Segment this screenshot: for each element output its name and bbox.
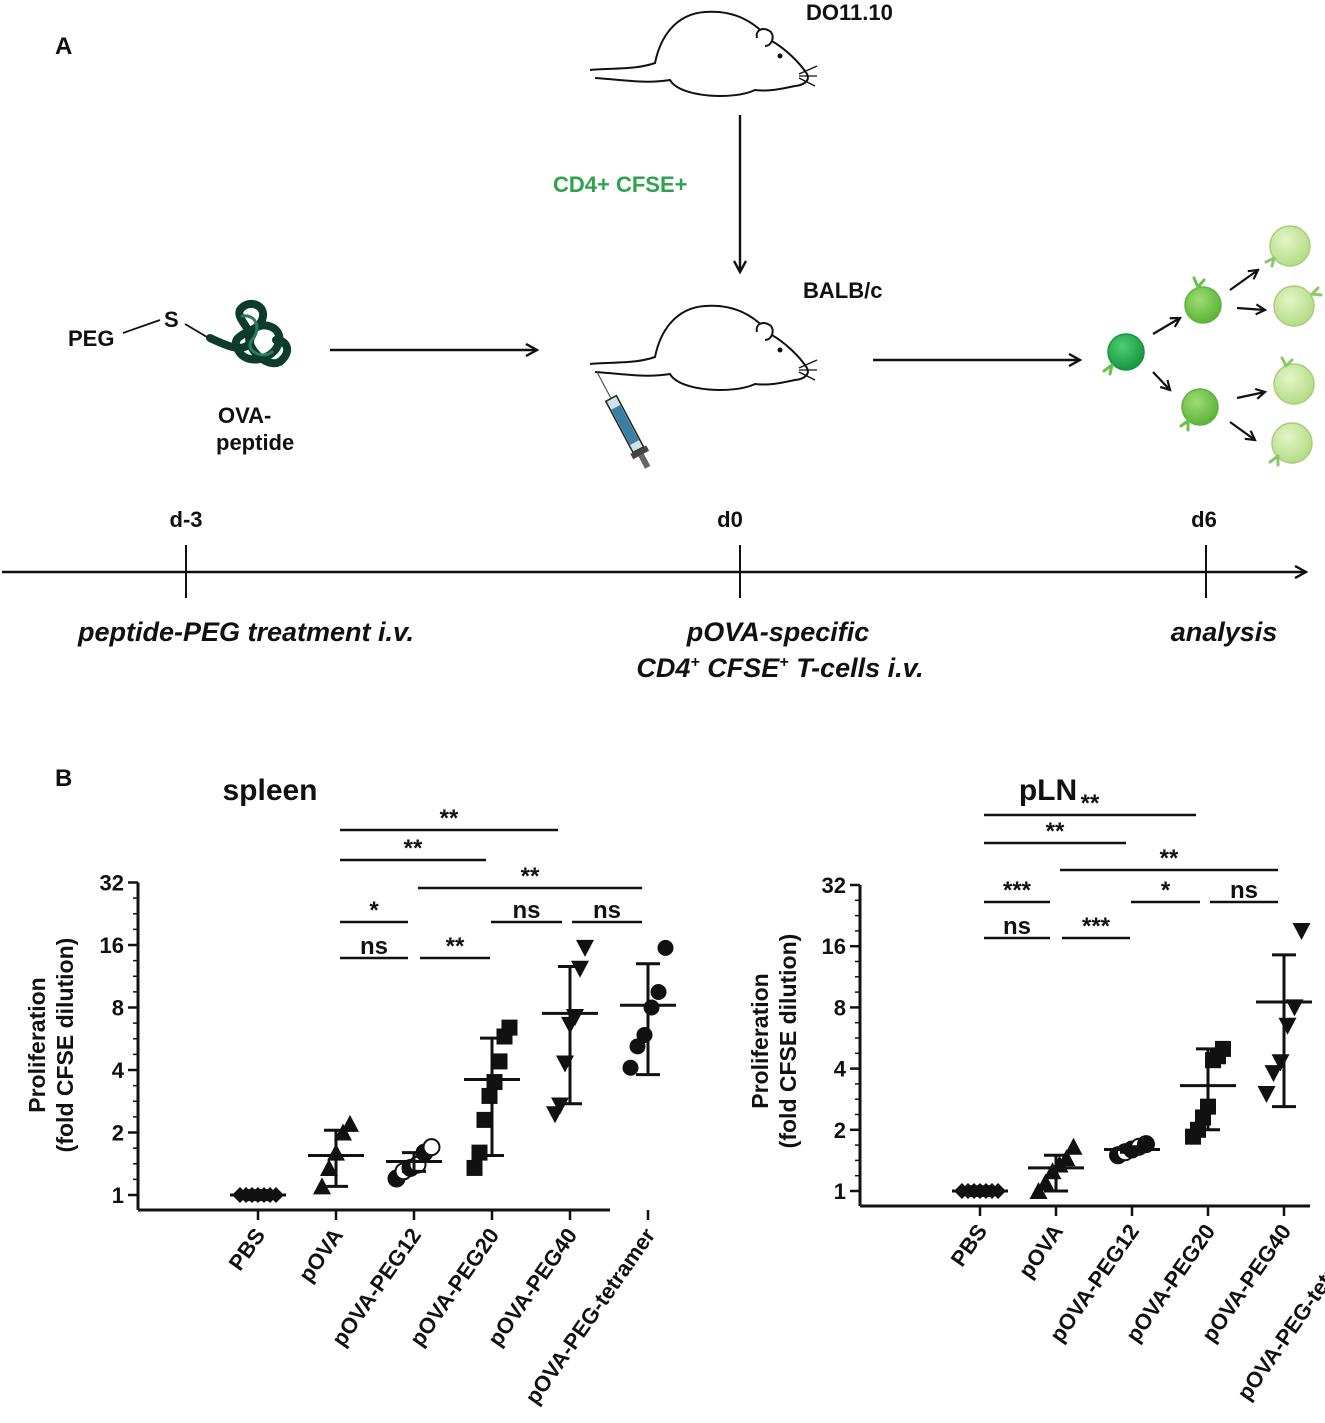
significance-label: ** — [1160, 845, 1179, 872]
data-point — [1278, 1017, 1297, 1035]
y-tick-label: 32 — [822, 873, 846, 898]
donor-strain-label: DO11.10 — [806, 0, 893, 25]
y-tick-label: 4 — [834, 1057, 847, 1082]
data-point — [501, 1019, 518, 1036]
data-point — [486, 1074, 503, 1091]
panel-a-label: A — [55, 33, 72, 60]
data-point — [1264, 1065, 1283, 1083]
chart-pln: pLN Proliferation(fold CFSE dilution) 1 2 4 8… — [747, 774, 1325, 1405]
data-point — [320, 1158, 338, 1176]
data-point — [491, 1053, 508, 1070]
data-point — [657, 939, 674, 956]
data-point — [1257, 1086, 1276, 1104]
y-tick-label: 1 — [834, 1179, 846, 1204]
y-tick-label: 4 — [112, 1058, 125, 1083]
panel-b-label: B — [55, 765, 72, 792]
data-point — [1292, 923, 1311, 941]
significance-label: * — [369, 897, 379, 924]
significance-label: * — [1161, 877, 1171, 904]
recipient-strain-label: BALB/c — [803, 278, 882, 303]
x-tick-label: pOVA-PEG-tetramer — [520, 1223, 660, 1409]
significance-label: ns — [512, 897, 540, 924]
x-tick-label: PBS — [224, 1224, 270, 1275]
cell-division-icon — [1102, 225, 1323, 467]
y-tick-label: 1 — [112, 1183, 124, 1208]
significance-label: ** — [446, 933, 465, 960]
timeline-label-d0: d0 — [717, 507, 743, 532]
data-point — [471, 1144, 488, 1161]
step-tcell-transfer-line2: CD4+ CFSE+ T-cells i.v. — [636, 653, 923, 683]
y-axis-label: Proliferation(fold CFSE dilution) — [24, 938, 78, 1153]
y-tick-label: 16 — [100, 933, 124, 958]
mouse-icon-recipient — [589, 304, 818, 391]
data-point — [313, 1177, 331, 1195]
data-point — [650, 984, 667, 1001]
significance-label: *** — [1082, 913, 1111, 940]
significance-label: ** — [521, 863, 540, 890]
y-tick-label: 2 — [834, 1118, 846, 1143]
data-point — [1285, 999, 1304, 1017]
data-point — [551, 1097, 569, 1115]
y-tick-label: 2 — [112, 1121, 124, 1146]
peg-linker-line — [122, 319, 161, 334]
x-tick-label: PBS — [946, 1220, 992, 1271]
data-point — [422, 1138, 441, 1157]
chart-title: pLN — [1019, 774, 1077, 807]
ova-label-1: OVA- — [218, 403, 271, 428]
data-point — [1215, 1040, 1231, 1057]
timeline-label-d6: d6 — [1191, 507, 1217, 532]
data-point — [1057, 1149, 1076, 1167]
data-point — [643, 999, 660, 1016]
data-point — [341, 1114, 359, 1132]
chart-title: spleen — [222, 774, 317, 807]
peptide-icon — [206, 299, 292, 368]
sulfur-label: S — [164, 307, 179, 332]
significance-label: ** — [440, 805, 459, 832]
data-point — [636, 1026, 653, 1043]
x-tick-label: pOVA — [1013, 1219, 1068, 1282]
data-point — [622, 1059, 639, 1076]
significance-label: ** — [1046, 818, 1065, 845]
significance-label: ** — [1081, 790, 1100, 817]
mouse-icon-donor — [589, 10, 818, 97]
significance-label: ns — [593, 897, 621, 924]
data-point — [334, 1123, 352, 1141]
data-point — [476, 1111, 493, 1128]
significance-label: ns — [1003, 913, 1031, 940]
data-point — [576, 939, 594, 957]
significance-label: ns — [360, 933, 388, 960]
data-point — [1036, 1173, 1055, 1191]
x-tick-label: pOVA — [293, 1223, 348, 1286]
step-tcell-transfer-line1: pOVA-specific — [686, 617, 870, 647]
y-tick-label: 32 — [100, 871, 124, 896]
ova-label-2: peptide — [216, 430, 294, 455]
significance-label: ** — [404, 835, 423, 862]
step-peptide-treatment: peptide-PEG treatment i.v. — [77, 617, 414, 647]
timeline-label-d-3: d-3 — [170, 507, 203, 532]
y-tick-label: 16 — [822, 934, 846, 959]
transfer-cell-label: CD4+ CFSE+ — [553, 172, 688, 197]
data-point — [571, 960, 589, 978]
y-axis-label: Proliferation(fold CFSE dilution) — [747, 934, 801, 1149]
data-point — [481, 1087, 498, 1104]
y-tick-label: 8 — [834, 995, 846, 1020]
syringe-icon — [596, 371, 651, 469]
data-point — [1064, 1137, 1083, 1155]
significance-label: ns — [1230, 877, 1258, 904]
data-point — [466, 1159, 483, 1176]
step-analysis: analysis — [1171, 617, 1278, 647]
y-tick-label: 8 — [112, 996, 124, 1021]
significance-label: *** — [1003, 877, 1032, 904]
peg-label: PEG — [68, 326, 114, 351]
panel-a: A DO11.10 CD4+ CFSE+ BALB/c — [2, 0, 1323, 683]
